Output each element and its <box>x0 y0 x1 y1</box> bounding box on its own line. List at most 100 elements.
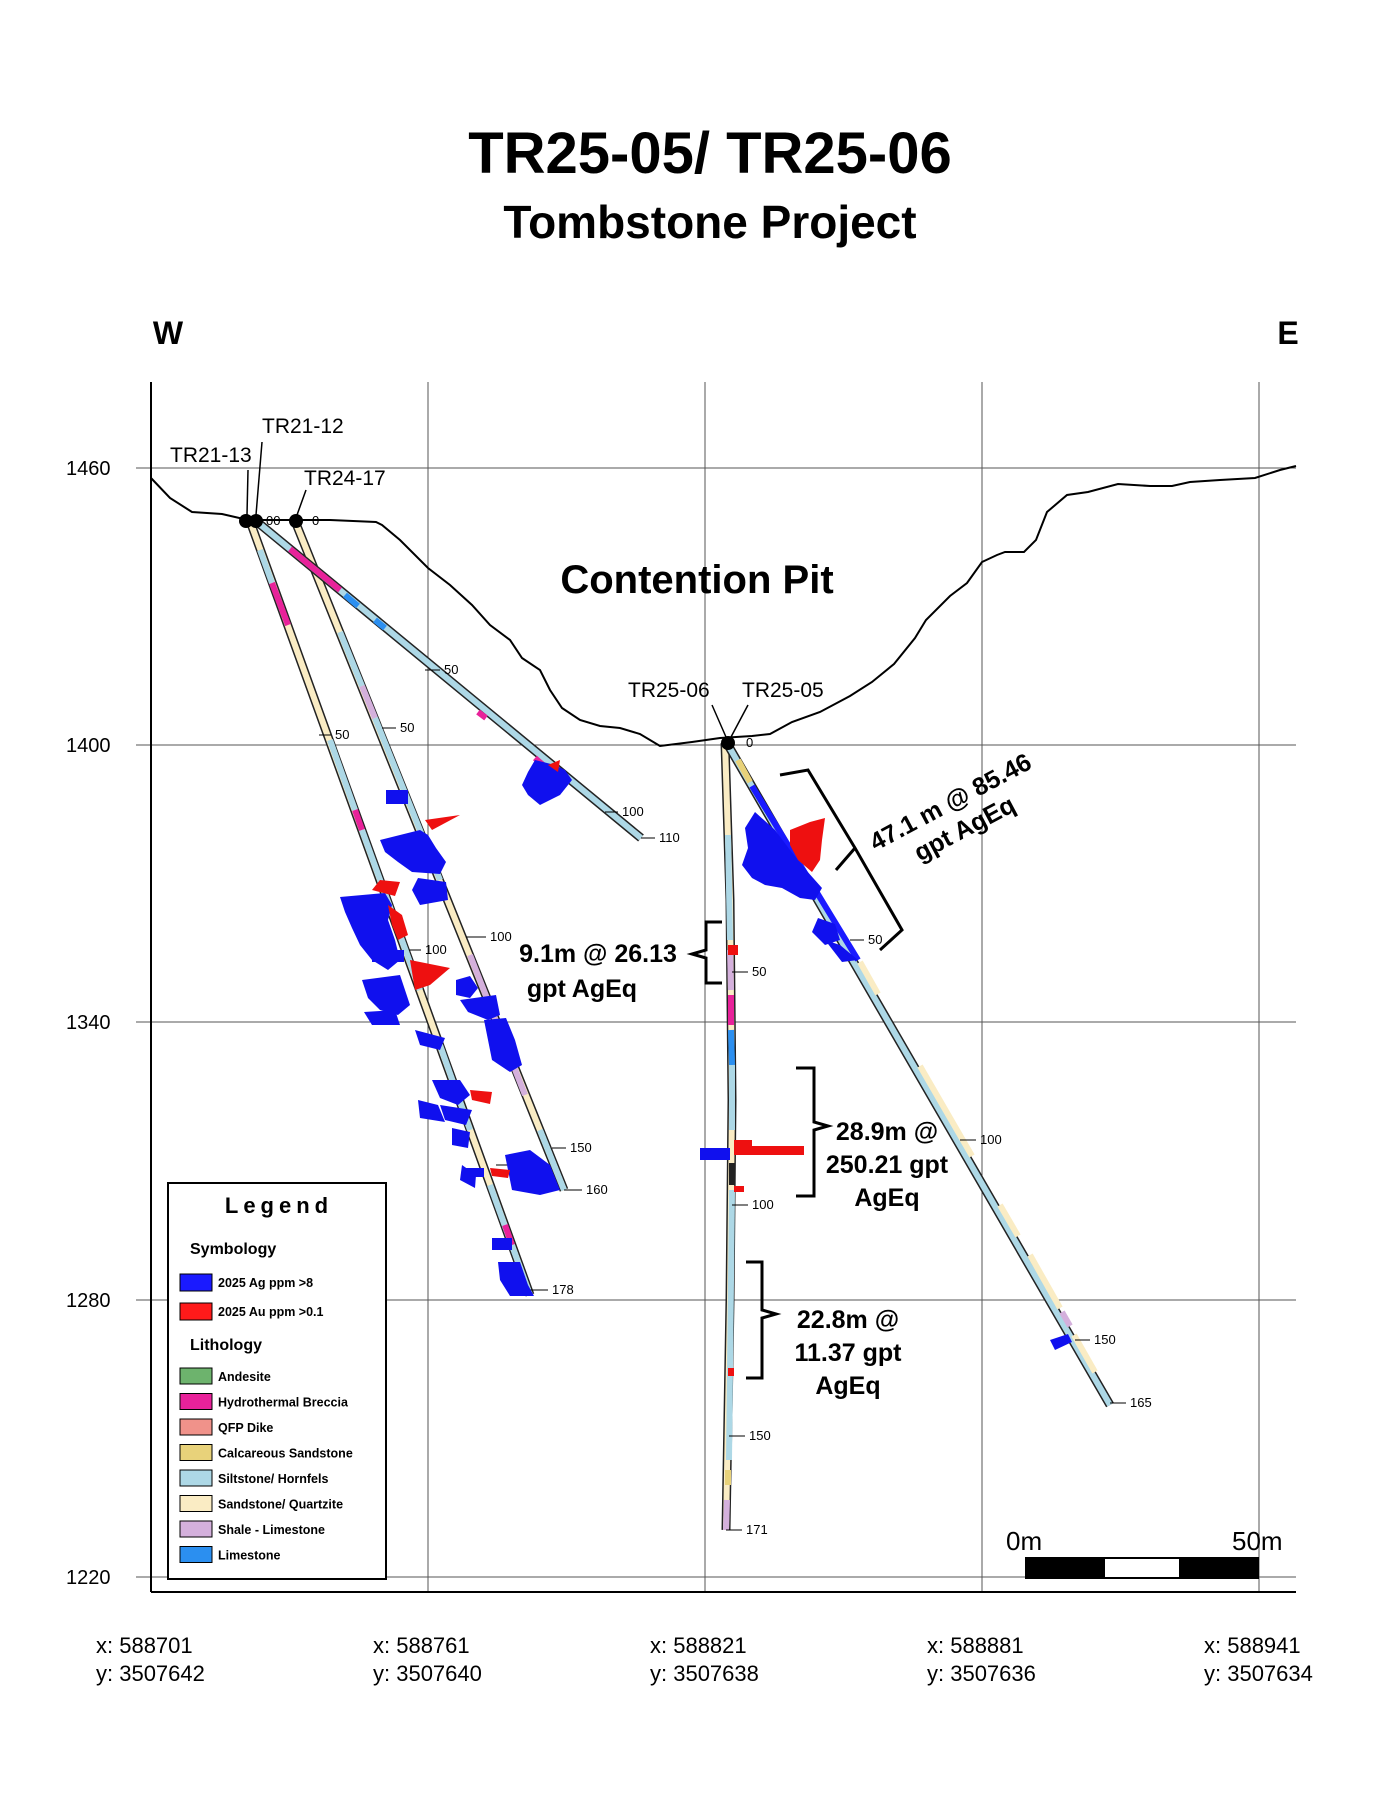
ag-histogram <box>742 812 822 900</box>
collar-depth-label: 0 <box>312 513 319 528</box>
au-histogram <box>790 818 825 872</box>
au-bar <box>734 1146 804 1155</box>
ag-histogram <box>415 1030 445 1050</box>
ag-bar <box>462 1168 484 1177</box>
ag-histogram <box>380 830 446 874</box>
legend-swatch <box>179 1444 213 1461</box>
au-histogram <box>425 815 460 830</box>
hole-TR24-17: 50 100 110 <box>253 517 680 845</box>
legend-label: Andesite <box>218 1370 271 1384</box>
legend-swatch <box>179 1393 213 1410</box>
au-bar <box>734 1140 752 1146</box>
pit-label: Contention Pit <box>560 558 833 602</box>
legend-swatch <box>179 1469 213 1487</box>
siltstone-interval <box>726 1189 735 1461</box>
ag-histogram <box>1050 1334 1072 1350</box>
ag-histogram <box>492 1238 512 1250</box>
elev-label-1280: 1280 <box>66 1290 111 1312</box>
depth-label: 150 <box>1094 1332 1116 1347</box>
sandstone-interval <box>917 1064 975 1158</box>
map-title: TR25-05/ TR25-06 <box>468 121 952 186</box>
depth-label: 100 <box>752 1197 774 1212</box>
west-label: W <box>153 315 184 351</box>
au-histogram <box>410 960 450 990</box>
intercept-9m-line2: gpt AgEq <box>527 975 637 1003</box>
ag-histogram <box>362 975 410 1015</box>
legend-label: 2025 Ag ppm >8 <box>218 1276 313 1290</box>
coord-y-4: y: 3507634 <box>1204 1661 1313 1686</box>
hole-labels: TR21-13 TR21-12 TR24-17 TR25-06 TR25-05 <box>170 415 824 738</box>
elev-label-1400: 1400 <box>66 735 111 757</box>
elev-label-1460: 1460 <box>66 458 111 480</box>
ag-histogram <box>412 878 448 905</box>
bracket-47m <box>779 768 904 952</box>
depth-label: 100 <box>490 929 512 944</box>
legend-label: Hydrothermal Breccia <box>218 1396 349 1410</box>
assay-histograms <box>340 760 1072 1376</box>
leader-line <box>246 469 249 516</box>
intercept-22m-line3: AgEq <box>815 1372 880 1400</box>
intercept-9m-line1: 9.1m @ 26.13 <box>519 940 677 968</box>
siltstone-interval <box>537 1128 567 1192</box>
depth-label: 50 <box>335 727 349 742</box>
hole-label-TR25-06: TR25-06 <box>628 679 710 702</box>
breccia-interval <box>269 581 291 627</box>
ag-bar <box>700 1148 730 1160</box>
legend-label: Siltstone/ Hornfels <box>218 1472 328 1486</box>
siltstone-interval <box>337 630 365 688</box>
intercept-22m-line1: 22.8m @ <box>797 1306 899 1334</box>
coord-x-0: x: 588701 <box>96 1633 193 1658</box>
depth-label: 100 <box>980 1132 1002 1147</box>
ag-histogram <box>460 995 500 1020</box>
intercept-28m-line3: AgEq <box>854 1184 919 1212</box>
collars: 00 0 0 <box>239 513 753 750</box>
breccia-interval <box>352 809 365 831</box>
hole-label-TR25-05: TR25-05 <box>742 679 824 702</box>
limestone-interval <box>373 617 387 631</box>
hole-TR25-06: 50 100 150 171 <box>720 742 774 1537</box>
bracket-22m <box>746 1260 782 1380</box>
collar-depth-label: 00 <box>266 513 280 528</box>
depth-label: 160 <box>586 1182 608 1197</box>
breccia-interval <box>476 709 488 721</box>
au-bar <box>728 945 738 955</box>
ag-histogram <box>452 1128 470 1148</box>
legend-swatch <box>179 1273 213 1292</box>
legend-symbology-list: 2025 Ag ppm >8 2025 Au ppm >0.1 <box>179 1273 324 1321</box>
hole-label-TR21-12: TR21-12 <box>262 415 344 438</box>
legend-label: Shale - Limestone <box>218 1523 325 1537</box>
coord-y-3: y: 3507636 <box>927 1661 1036 1686</box>
depth-label: 50 <box>400 720 414 735</box>
breccia-interval <box>288 546 342 593</box>
intercept-22m-line2: 11.37 gpt <box>795 1339 903 1367</box>
intercept-28m-line1: 28.9m @ <box>836 1118 938 1146</box>
collar-TR21-12 <box>249 514 263 528</box>
au-bar <box>734 1186 744 1192</box>
shale-interval <box>727 949 734 991</box>
east-label: E <box>1277 315 1298 351</box>
depth-label: 100 <box>425 942 447 957</box>
legend-label: Calcareous Sandstone <box>218 1447 353 1461</box>
ag-histogram <box>456 976 478 998</box>
leader-line <box>730 704 749 738</box>
ag-histogram <box>825 940 858 962</box>
intercept-28m-line2: 250.21 gpt <box>826 1151 949 1179</box>
collar-TR24-17 <box>289 514 303 528</box>
legend-swatch <box>179 1495 213 1512</box>
depth-label: 50 <box>444 662 458 677</box>
depth-label: 150 <box>570 1140 592 1155</box>
leader-line <box>296 489 307 516</box>
coord-x-3: x: 588881 <box>927 1633 1024 1658</box>
legend-lithology-heading: Lithology <box>190 1337 262 1354</box>
collar-TR21-13 <box>239 514 253 528</box>
topography-line <box>150 465 1297 748</box>
calc-sandstone-interval <box>735 758 753 784</box>
au-histogram <box>388 905 408 940</box>
legend-label: 2025 Au ppm >0.1 <box>218 1305 324 1319</box>
scale-segment-3 <box>1179 1557 1259 1579</box>
sandstone-interval <box>857 960 881 996</box>
depth-label: 100 <box>622 804 644 819</box>
ag-histogram <box>505 1150 560 1195</box>
